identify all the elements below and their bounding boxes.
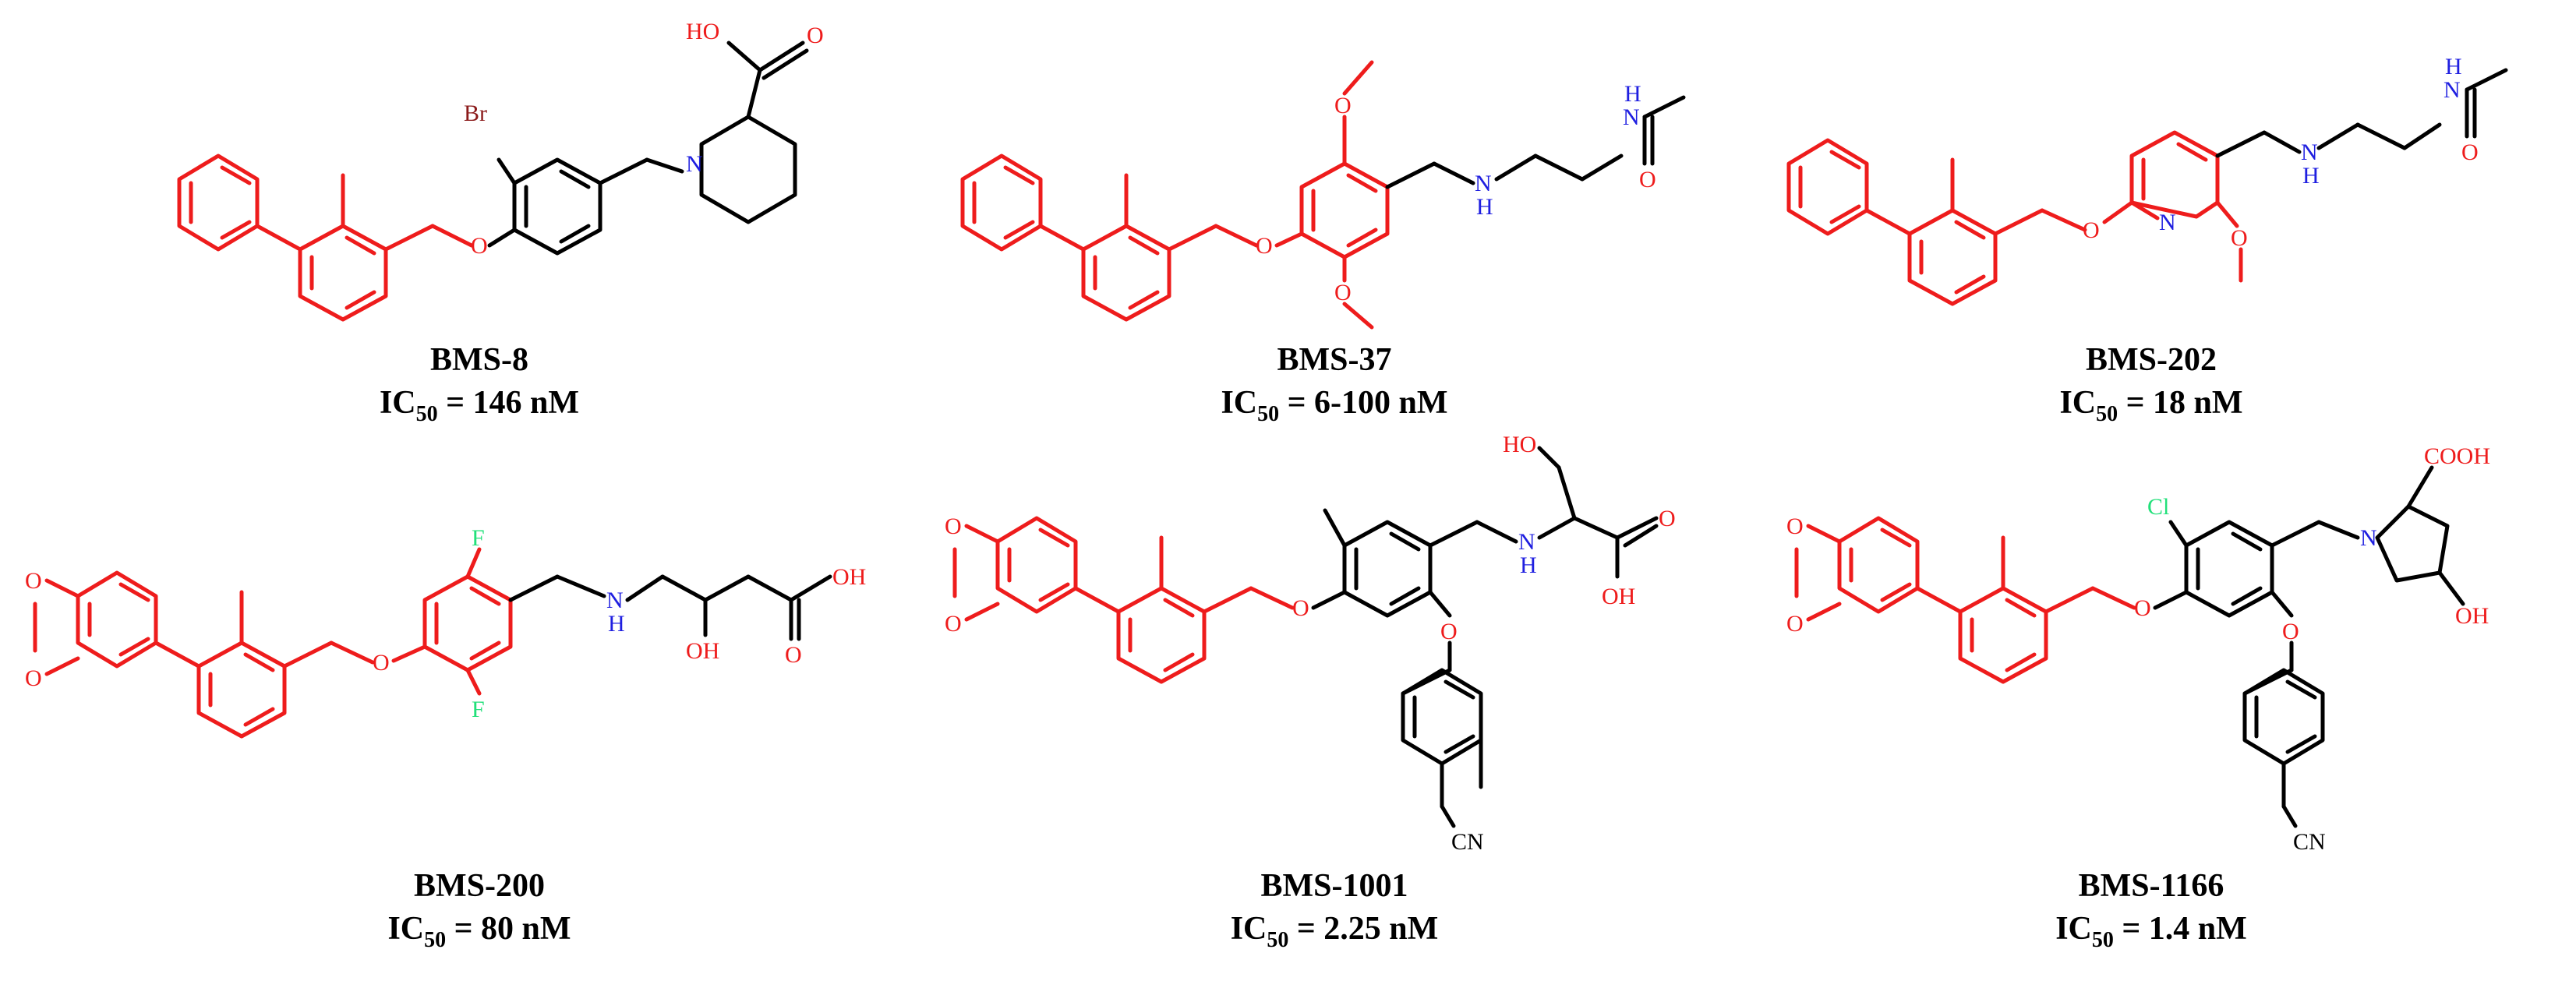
atom-n-bms-8: N — [686, 151, 703, 177]
compound-bms-1001: O O O O HO N H O OH CN BMS-1001 IC50 = 2… — [945, 432, 1676, 952]
structure-bms-1001 — [952, 446, 1659, 828]
atom-cl-bms-1166: Cl — [2147, 494, 2169, 520]
atom-ome-top-bms-37: O — [1334, 93, 1352, 118]
atom-ome-bottom-bms-37: O — [1334, 280, 1352, 305]
atom-acid-o-bms-1001: O — [1659, 506, 1676, 531]
compound-bms-200: O O O F F N H OH OH O BMS-200 IC50 = 80 … — [25, 525, 866, 952]
atom-h-1-bms-37: H — [1476, 194, 1493, 220]
atom-diox-o1-bms-200: O — [25, 568, 42, 594]
compound-bms-202: O N O N H N H O BMS-202 IC50 = 18 nM — [1786, 54, 2508, 426]
compound-bms-8: HO O Br O N BMS-8 IC50 = 146 nM — [177, 19, 824, 426]
atom-ether-o-bms-202: O — [2083, 217, 2100, 243]
atom-carbonyl-o-bms-8: O — [807, 23, 824, 48]
ic50-bms-1166: IC50 = 1.4 nM — [2055, 911, 2247, 952]
compound-name-bms-200: BMS-200 — [414, 868, 545, 904]
structure-bms-200 — [33, 547, 832, 739]
atom-cooh-bms-1166: COOH — [2424, 443, 2490, 469]
atom-f-top-bms-200: F — [472, 525, 485, 551]
structure-bms-8 — [177, 41, 809, 322]
atom-pyr-n-bms-202: N — [2159, 210, 2176, 235]
atom-ho-bms-1001: HO — [1503, 432, 1536, 457]
structure-bms-1166 — [1794, 465, 2465, 828]
atom-acid-bms-8: HO — [686, 19, 719, 44]
compound-bms-37: O O O N H N H O BMS-37 IC50 = 6-100 nM — [960, 60, 1686, 426]
atom-acid-oh-bms-200: OH — [832, 564, 866, 590]
compound-name-bms-8: BMS-8 — [430, 342, 528, 378]
compound-name-bms-1001: BMS-1001 — [1261, 868, 1408, 904]
ic50-bms-37: IC50 = 6-100 nM — [1221, 385, 1447, 426]
atom-diox-o2-bms-1166: O — [1786, 611, 1804, 637]
compound-name-bms-202: BMS-202 — [2086, 342, 2217, 378]
atom-n-bms-1166: N — [2360, 525, 2377, 551]
atom-ether-o-bms-1166: O — [2134, 595, 2151, 621]
atom-ether-o-bms-37: O — [1256, 233, 1273, 259]
compound-name-bms-1166: BMS-1166 — [2079, 868, 2224, 904]
atom-diox-o2-bms-1001: O — [945, 611, 962, 637]
atom-ether-o-bms-200: O — [373, 650, 390, 676]
atom-acid-oh-bms-1001: OH — [1602, 584, 1635, 609]
structure-bms-202 — [1786, 68, 2508, 306]
atom-amide-o-bms-202: O — [2461, 139, 2479, 165]
atom-ether-o-bms-1001: O — [1292, 595, 1309, 621]
atom-h-1-bms-202: H — [2302, 163, 2320, 189]
atom-nh-1-bms-202: N — [2301, 139, 2318, 165]
atom-ome-bms-202: O — [2231, 225, 2248, 251]
atom-h-2-bms-37: H — [1624, 81, 1641, 107]
atom-acid-o-bms-200: O — [785, 642, 802, 668]
atom-nh-1-bms-37: N — [1475, 171, 1492, 196]
atom-ether-o2-bms-1001: O — [1440, 619, 1458, 644]
ic50-bms-8: IC50 = 146 nM — [380, 385, 579, 426]
atom-h-bms-1001: H — [1520, 552, 1537, 578]
compound-name-bms-37: BMS-37 — [1277, 342, 1392, 378]
atom-h-2-bms-202: H — [2445, 54, 2462, 79]
compound-bms-1166: O O O O Cl N COOH OH CN BMS-1166 IC50 = … — [1786, 443, 2490, 952]
atom-diox-o1-bms-1001: O — [945, 513, 962, 539]
atom-ether-o2-bms-1166: O — [2282, 619, 2299, 644]
atom-n-bms-200: N — [606, 588, 624, 613]
atom-br-bms-8: Br — [464, 101, 487, 126]
ic50-bms-1001: IC50 = 2.25 nM — [1231, 911, 1439, 952]
atom-f-bottom-bms-200: F — [472, 697, 485, 722]
atom-diox-o2-bms-200: O — [25, 665, 42, 691]
atom-n-bms-1001: N — [1518, 529, 1535, 555]
atom-cn-bms-1001: CN — [1451, 829, 1484, 855]
atom-amide-o-bms-37: O — [1639, 167, 1656, 192]
atom-diox-o1-bms-1166: O — [1786, 513, 1804, 539]
structure-bms-37 — [960, 60, 1686, 330]
atom-nh-2-bms-202: N — [2443, 77, 2461, 103]
atom-nh-2-bms-37: N — [1623, 104, 1640, 130]
atom-oh-bms-200: OH — [686, 638, 719, 664]
atom-h-bms-200: H — [608, 611, 625, 637]
ic50-bms-202: IC50 = 18 nM — [2059, 385, 2242, 426]
atom-oh-bms-1166: OH — [2455, 603, 2489, 629]
atom-ether-o-bms-8: O — [471, 233, 488, 259]
atom-cn-bms-1166: CN — [2293, 829, 2326, 855]
ic50-bms-200: IC50 = 80 nM — [387, 911, 571, 952]
